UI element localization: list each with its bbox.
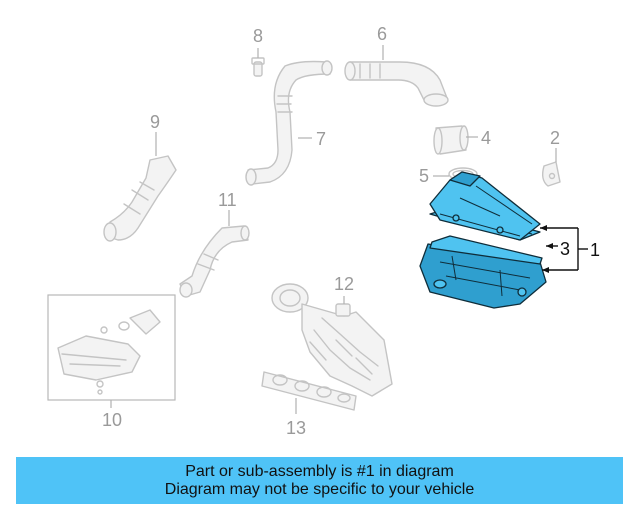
part-9-resonator[interactable] bbox=[103, 132, 177, 242]
part-1-air-cleaner-assembly[interactable] bbox=[419, 171, 547, 309]
parts-diagram: 8 6 7 4 2 5 bbox=[47, 24, 600, 438]
callout-4: 4 bbox=[481, 128, 491, 148]
part-6-intake-duct[interactable] bbox=[344, 45, 449, 107]
callout-5: 5 bbox=[419, 166, 429, 186]
callout-12: 12 bbox=[334, 274, 354, 294]
callout-11: 11 bbox=[218, 190, 237, 210]
part-13-gasket[interactable] bbox=[261, 371, 357, 414]
info-banner: Part or sub-assembly is #1 in diagram Di… bbox=[16, 457, 623, 504]
callout-9: 9 bbox=[150, 112, 160, 132]
callout-leaders-1-3 bbox=[540, 225, 588, 273]
callout-7: 7 bbox=[316, 129, 326, 149]
part-2-bracket[interactable] bbox=[541, 148, 561, 187]
callout-1: 1 bbox=[590, 240, 600, 260]
callout-6: 6 bbox=[377, 24, 387, 44]
callout-10: 10 bbox=[102, 410, 122, 430]
part-8-sensor[interactable] bbox=[251, 48, 265, 77]
part-12-intake-manifold[interactable] bbox=[271, 283, 393, 397]
callout-3: 3 bbox=[560, 239, 570, 259]
part-10-inset[interactable] bbox=[47, 294, 176, 408]
callout-2: 2 bbox=[550, 128, 560, 148]
part-4-coupler[interactable] bbox=[433, 125, 478, 155]
part-11-curved-pipe[interactable] bbox=[179, 210, 250, 298]
callout-13: 13 bbox=[286, 418, 306, 438]
callout-8: 8 bbox=[253, 26, 263, 46]
banner-line-2: Diagram may not be specific to your vehi… bbox=[164, 480, 475, 498]
banner-line-1: Part or sub-assembly is #1 in diagram bbox=[185, 462, 454, 480]
part-7-air-hose[interactable] bbox=[245, 60, 333, 186]
